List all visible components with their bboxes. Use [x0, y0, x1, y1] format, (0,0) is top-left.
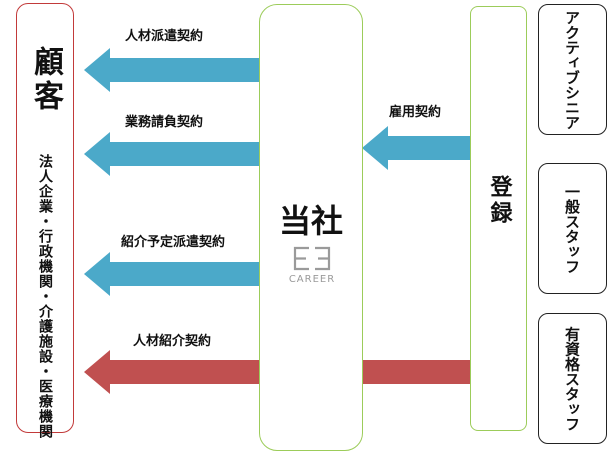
- arrow-employment: [362, 126, 470, 170]
- staff-type-label: 有資格スタッフ: [563, 326, 581, 431]
- company-title: 当社: [278, 202, 343, 240]
- staff-type-label: 一般スタッフ: [563, 183, 581, 274]
- arrow-dispatch: [84, 48, 259, 92]
- staff-type-active-senior: アクティブシニア: [538, 4, 607, 135]
- customer-box: 顧客 法人企業・行政機関・介護施設・医療機関: [16, 3, 74, 439]
- arrow-contract: [84, 132, 259, 176]
- staff-type-qualified: 有資格スタッフ: [538, 313, 607, 444]
- label-placement: 人材紹介契約: [133, 334, 212, 349]
- label-employment: 雇用契約: [389, 105, 442, 120]
- logo-text: CAREER: [289, 274, 335, 285]
- staff-type-general: 一般スタッフ: [538, 163, 607, 294]
- arrow-temp-to-perm: [84, 252, 259, 296]
- registration-box: 登録: [470, 6, 527, 431]
- label-dispatch: 人材派遣契約: [125, 29, 204, 44]
- registration-title: 登録: [486, 175, 512, 227]
- company-box: 当社 CAREER: [259, 4, 363, 451]
- company-logo: CAREER: [289, 246, 335, 285]
- label-contract: 業務請負契約: [125, 115, 204, 130]
- customer-subtitle: 法人企業・行政機関・介護施設・医療機関: [37, 154, 53, 439]
- staff-type-label: アクティブシニア: [563, 9, 581, 130]
- customer-title: 顧客: [28, 46, 63, 114]
- label-temp-to-perm: 紹介予定派遣契約: [121, 235, 226, 250]
